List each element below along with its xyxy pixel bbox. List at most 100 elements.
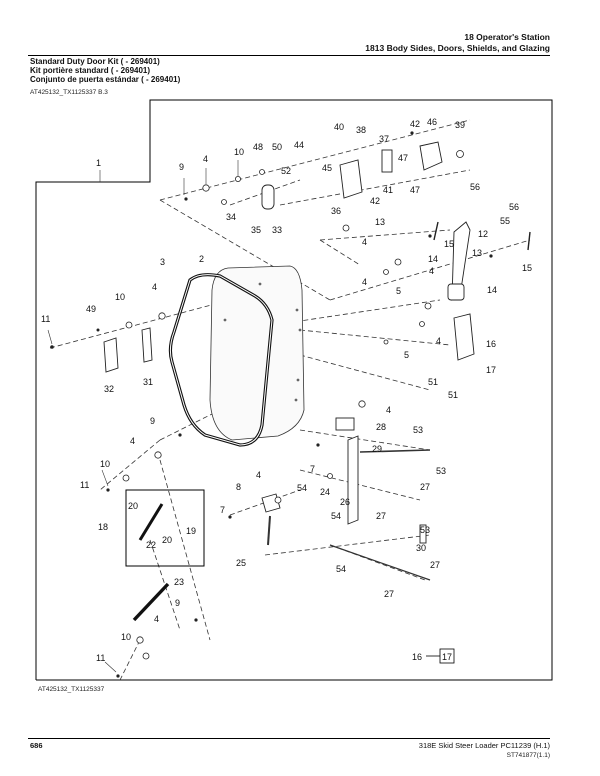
callout: 14	[487, 285, 497, 295]
handle-46	[419, 141, 443, 171]
callout: 11	[80, 480, 89, 490]
callout: 4	[362, 277, 367, 287]
callout: 15	[522, 263, 532, 273]
callout: 45	[322, 163, 332, 173]
bracket-12	[447, 283, 465, 301]
fasteners	[122, 150, 464, 660]
callout: 18	[98, 522, 108, 532]
callout: 20	[128, 501, 138, 511]
callout: 22	[146, 540, 156, 550]
callout: 53	[413, 425, 423, 435]
callout: 36	[331, 206, 341, 216]
figure-ref-bottom: AT425132_TX1125337	[38, 686, 105, 693]
callout: 10	[115, 292, 125, 302]
callout: 53	[436, 466, 446, 476]
callout: 4	[256, 470, 261, 480]
callout: 24	[320, 487, 330, 497]
callout: 55	[500, 216, 510, 226]
callout: 2	[199, 254, 204, 264]
latch-32	[103, 337, 119, 373]
rod-53	[419, 524, 427, 544]
callout: 38	[356, 125, 366, 135]
callout: 20	[162, 535, 172, 545]
callout-leaders	[47, 160, 239, 673]
callout: 4	[152, 282, 157, 292]
callout: 54	[331, 511, 341, 521]
callout: 35	[251, 225, 261, 235]
callout: 4	[154, 614, 159, 624]
callout-labels: 1 2 3 4 4 4 4 4 4 4 4 4 4 5 5 7 7 8 9 9 …	[41, 117, 532, 663]
footer-title: 318E Skid Steer Loader PC11239 (H.1)	[418, 741, 550, 750]
callout: 30	[416, 543, 426, 553]
bolt-heads	[50, 131, 493, 678]
callout: 27	[376, 511, 386, 521]
strut-23	[132, 582, 170, 622]
callout: 13	[472, 248, 482, 258]
rod-26	[347, 435, 359, 525]
callout: 3	[160, 257, 165, 267]
callout: 49	[86, 304, 96, 314]
page-number: 686	[30, 741, 43, 750]
callout: 56	[470, 182, 480, 192]
kit-title-es: Conjunto de puerta estándar ( - 269401)	[30, 75, 181, 84]
callout: 54	[297, 483, 307, 493]
callout: 4	[203, 154, 208, 164]
detail-box-18	[125, 489, 205, 567]
callout: 23	[174, 577, 184, 587]
callout: 17	[442, 652, 452, 662]
ref-box-17	[439, 648, 455, 664]
footer-rule	[28, 738, 550, 739]
callout: 54	[336, 564, 346, 574]
glass-panel	[209, 265, 305, 441]
group-title: 1813 Body Sides, Doors, Shields, and Gla…	[365, 43, 550, 53]
rod-27	[359, 449, 431, 453]
figure-ref-top: AT425132_TX1125337 B.3	[30, 89, 108, 96]
callout: 27	[430, 560, 440, 570]
callout: 10	[121, 632, 131, 642]
callout: 9	[150, 416, 155, 426]
latch-16	[453, 313, 475, 361]
callout: 7	[220, 505, 225, 515]
callout: 9	[179, 162, 184, 172]
header-rule	[28, 55, 550, 56]
callout: 40	[334, 122, 344, 132]
callout: 41	[383, 185, 393, 195]
callout: 10	[100, 459, 110, 469]
hardware-parts	[103, 141, 475, 544]
callout: 11	[41, 314, 50, 324]
bracket-28	[335, 417, 355, 431]
callout: 37	[379, 134, 389, 144]
callout: 29	[372, 444, 382, 454]
callout: 32	[104, 384, 114, 394]
strut-20	[138, 503, 164, 541]
callout: 47	[410, 185, 420, 195]
callout: 11	[96, 653, 105, 663]
callout: 5	[396, 286, 401, 296]
callout: 1	[96, 158, 101, 168]
bracket-31	[141, 327, 153, 363]
callout: 52	[281, 166, 291, 176]
callout: 51	[448, 390, 458, 400]
callout: 34	[226, 212, 236, 222]
callout: 53	[420, 525, 430, 535]
callout: 14	[428, 254, 438, 264]
kit-title-en: Standard Duty Door Kit ( - 269401)	[30, 57, 160, 66]
callout: 5	[404, 350, 409, 360]
door-seal-highlight	[169, 274, 273, 446]
rod-25	[267, 515, 271, 546]
callout: 33	[272, 225, 282, 235]
pin-14	[433, 221, 439, 241]
callout: 4	[436, 336, 441, 346]
callout: 25	[236, 558, 246, 568]
callout: 4	[362, 237, 367, 247]
callout: 27	[420, 482, 430, 492]
callout: 48	[253, 142, 263, 152]
callout: 47	[398, 153, 408, 163]
callout: 4	[130, 436, 135, 446]
callout: 17	[486, 365, 496, 375]
hinge-bracket-33	[261, 184, 275, 210]
callout: 39	[455, 120, 465, 130]
section-title: 18 Operator's Station	[464, 32, 550, 42]
callout: 28	[376, 422, 386, 432]
